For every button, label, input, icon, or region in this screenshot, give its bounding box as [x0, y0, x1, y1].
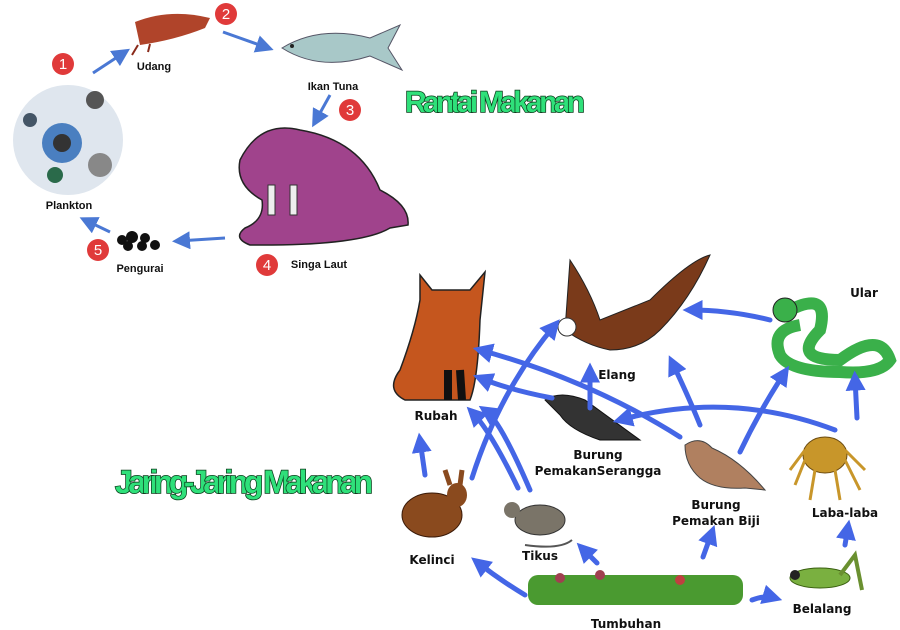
chain-arrows	[79, 30, 332, 250]
label-laba-laba: Laba-laba	[812, 506, 878, 520]
label-ikan-tuna: Ikan Tuna	[308, 81, 359, 93]
svg-text:3: 3	[346, 102, 354, 119]
label-burung-serangga-1: Burung	[573, 448, 622, 462]
label-singa-laut: Singa Laut	[291, 259, 348, 271]
label-pengurai: Pengurai	[116, 263, 163, 275]
food-chain-title: Rantai Makanan	[405, 86, 585, 119]
step-badge-3: 3	[339, 99, 361, 121]
seed-bird-image	[684, 440, 767, 491]
step-badge-5: 5	[87, 239, 109, 261]
svg-text:5: 5	[94, 242, 102, 259]
shrimp-image	[131, 13, 210, 56]
label-rubah: Rubah	[414, 409, 457, 423]
mouse-image	[504, 502, 573, 548]
plankton-image	[13, 85, 123, 195]
label-plankton: Plankton	[46, 200, 93, 212]
eagle-image	[557, 254, 711, 351]
label-belalang: Belalang	[793, 602, 852, 616]
label-kelinci: Kelinci	[409, 553, 454, 567]
label-ular: Ular	[850, 286, 878, 300]
svg-text:2: 2	[222, 6, 230, 23]
plants-image	[528, 570, 743, 605]
svg-text:1: 1	[59, 56, 67, 73]
food-web-title: Jaring-Jaring Makanan	[115, 464, 373, 500]
web-arrows	[411, 300, 866, 604]
label-burung-biji-1: Burung	[691, 498, 740, 512]
walrus-image	[238, 127, 409, 246]
label-elang: Elang	[598, 368, 636, 382]
insectivore-bird-image	[544, 394, 642, 441]
step-badge-4: 4	[256, 254, 278, 276]
svg-text:4: 4	[263, 257, 271, 274]
step-badge-1: 1	[52, 53, 74, 75]
label-tumbuhan: Tumbuhan	[591, 617, 661, 630]
step-badge-2: 2	[215, 3, 237, 25]
label-udang: Udang	[137, 61, 171, 73]
label-burung-biji-2: Pemakan Biji	[672, 514, 760, 528]
spider-image	[788, 436, 867, 501]
decomposer-image	[117, 231, 160, 251]
snake-image	[771, 297, 897, 379]
label-tikus: Tikus	[522, 549, 558, 563]
fox-image	[392, 269, 487, 401]
label-burung-serangga-2: PemakanSerangga	[535, 464, 662, 478]
rabbit-image	[401, 469, 467, 538]
grasshopper-image	[789, 550, 864, 591]
tuna-image	[281, 23, 404, 72]
